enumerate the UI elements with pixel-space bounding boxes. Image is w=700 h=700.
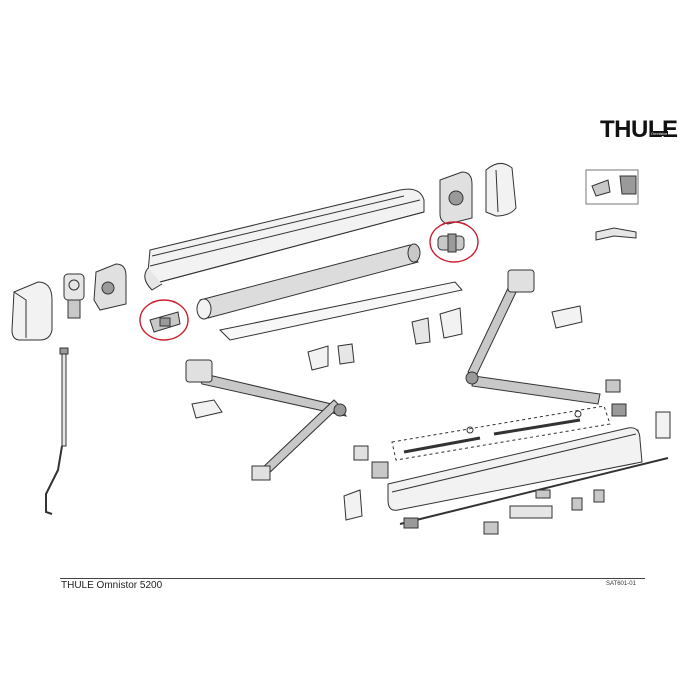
right-end-plug [437,233,465,253]
right-folding-arm [465,269,601,405]
brackets [307,307,463,371]
crank-handle [45,347,69,515]
right-end-cap [485,163,517,217]
front-lead-bar [387,427,643,511]
roller-tube [196,243,421,320]
left-folding-arm [185,359,348,481]
thule-logo: THULE [600,116,678,143]
lower-rail [399,457,669,535]
fabric-strip [218,281,463,341]
highlight-left-end-plug [139,299,189,341]
right-gearbox [439,171,473,225]
highlight-circles [139,221,479,341]
inset-detail [585,169,639,241]
footer-title: THULE Omnistor 5200 [61,580,163,591]
footer-divider [60,578,645,579]
left-gear-assembly [63,263,127,319]
left-end-cap [11,281,53,341]
lead-bar-end-caps [343,445,389,521]
tension-rod-assembly [391,405,611,461]
thule-logo-sub: Omnistor [650,131,669,136]
footer-code: SAT601-01 [606,581,636,587]
highlight-right-end-plug [429,221,479,263]
left-end-plug [149,311,181,333]
cassette-housing [144,188,425,291]
